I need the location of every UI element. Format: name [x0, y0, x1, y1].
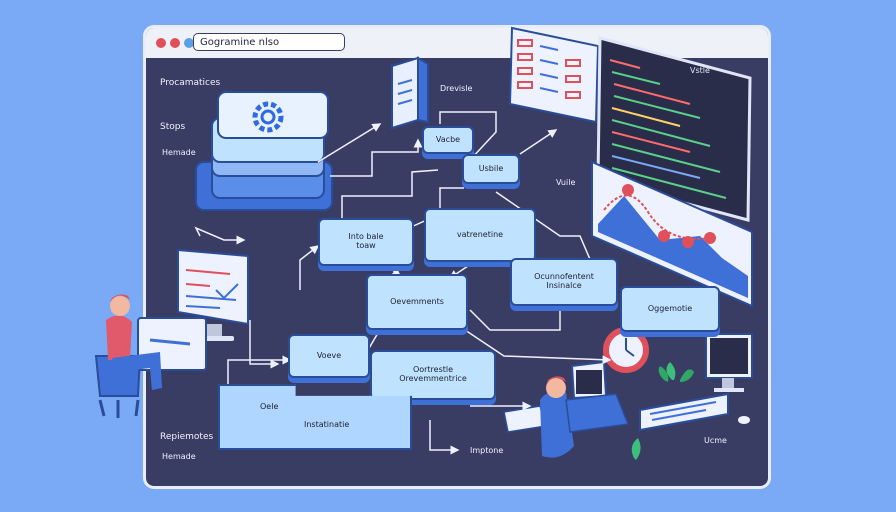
node-oevemmentrice[interactable]: Oortrestle Orevemmentrice	[370, 350, 496, 400]
node-oggemotie[interactable]: Oggemotie	[620, 286, 720, 332]
document-icon	[392, 58, 428, 128]
node-instatinatie: Instatinatie	[304, 420, 349, 429]
vuile-label: Vuile	[556, 178, 575, 187]
clock-icon	[606, 330, 646, 370]
bottom-heading-label: Repiemotes	[160, 432, 213, 442]
node-oevemments[interactable]: Oevemments	[366, 274, 468, 330]
heading-label: Procamatices	[160, 78, 220, 88]
ucme-label: Ucme	[704, 436, 727, 445]
node-oele: Oele	[260, 402, 278, 411]
right-monitor-icon	[706, 334, 752, 392]
steps-label: Stops	[160, 122, 185, 132]
node-vatrenetine[interactable]: vatrenetine	[424, 208, 536, 262]
node-into-bale[interactable]: Into bale toaw	[318, 218, 414, 266]
node-usbile[interactable]: Usbile	[462, 154, 520, 184]
hemade-label-top: Hemade	[162, 148, 196, 157]
keyboard-panel	[640, 394, 750, 430]
checklist-screen	[510, 28, 598, 122]
code-panel-title: Vstle	[690, 66, 710, 75]
hemade-label-bottom: Hemade	[162, 452, 196, 461]
drevisle-label: Drevisle	[440, 84, 472, 93]
imptone-label: Imptone	[470, 446, 503, 455]
node-ocunnofentent[interactable]: Ocunnofentent Insinalce	[510, 258, 618, 306]
person-right	[504, 362, 628, 458]
node-vacbe[interactable]: Vacbe	[422, 126, 474, 154]
node-voeve[interactable]: Voeve	[288, 334, 370, 378]
layer-stack-icon	[196, 92, 332, 210]
